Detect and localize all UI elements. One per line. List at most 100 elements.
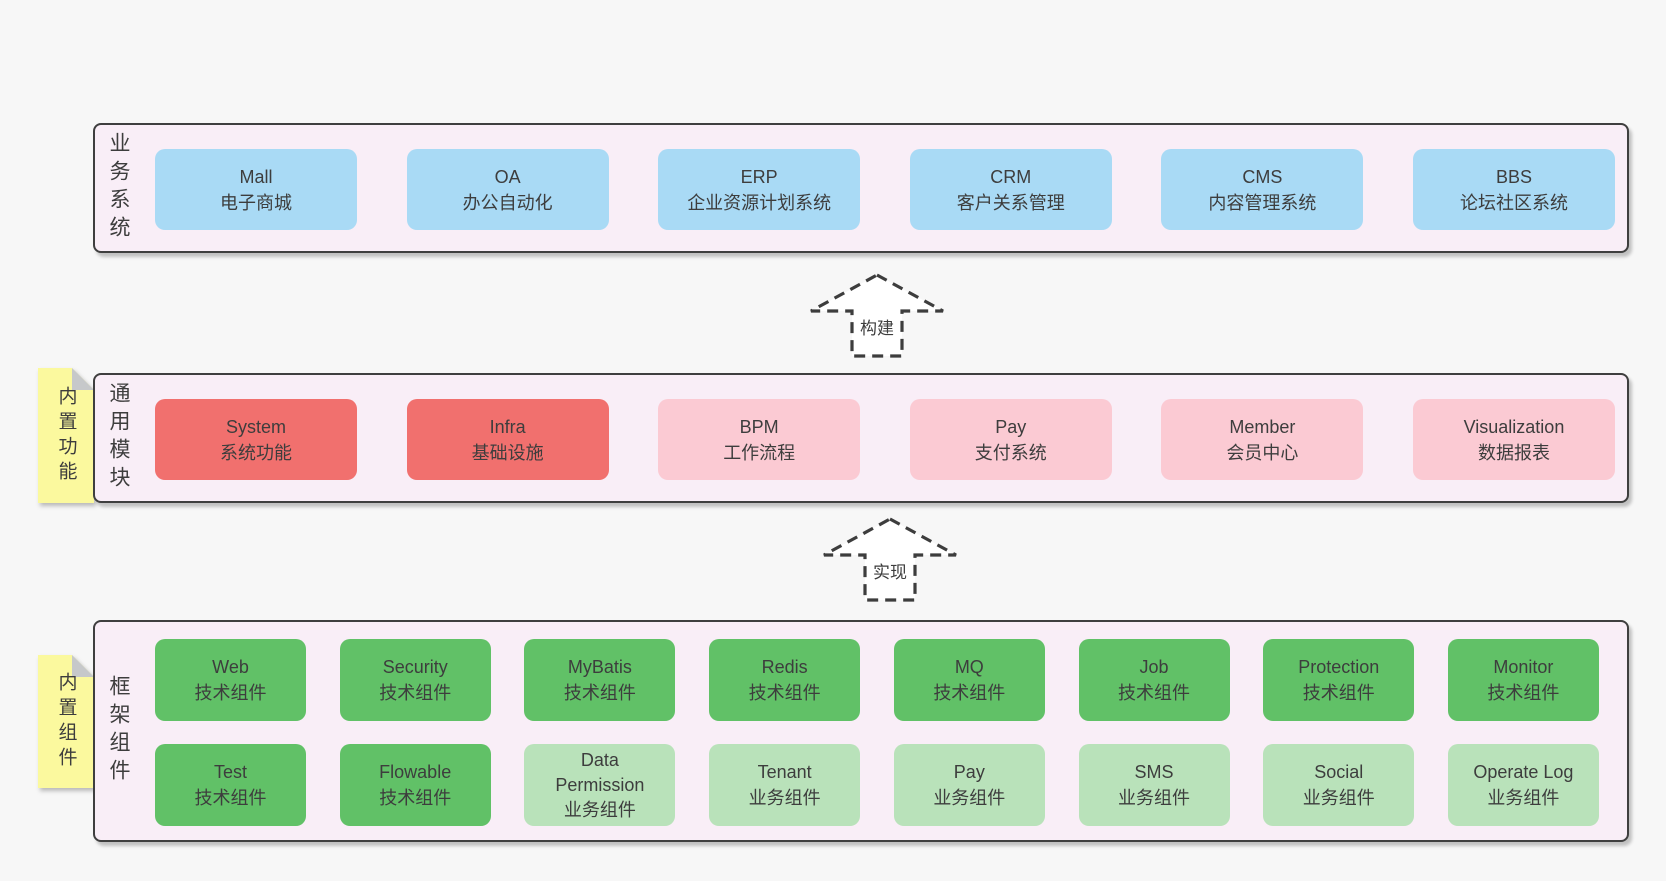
box-redis: Redis 技术组件 xyxy=(709,639,861,721)
box-title: Web xyxy=(212,657,249,677)
box-title: Tenant xyxy=(757,762,812,782)
sticky-note-builtin-functions: 内置功能 xyxy=(38,368,94,503)
box-title: Visualization xyxy=(1463,416,1565,437)
box-subtitle: 内容管理系统 xyxy=(1208,192,1317,213)
box-title: Security xyxy=(382,657,448,677)
build-arrow: 构建 xyxy=(807,273,947,359)
up-arrow-icon xyxy=(810,273,944,358)
box-visualization: Visualization 数据报表 xyxy=(1412,399,1615,480)
common-modules-row: System 系统功能 Infra 基础设施 BPM 工作流程 Pay 支付系统… xyxy=(155,399,1615,480)
box-title: MyBatis xyxy=(567,657,632,677)
box-subtitle: 业务组件 xyxy=(748,788,821,808)
box-subtitle: 业务组件 xyxy=(1118,788,1191,808)
box-erp: ERP 企业资源计划系统 xyxy=(658,149,861,230)
box-title: Operate Log xyxy=(1473,762,1574,782)
box-monitor: Monitor 技术组件 xyxy=(1447,639,1599,721)
box-subtitle: 技术组件 xyxy=(379,683,452,703)
box-title: CRM xyxy=(990,166,1032,187)
box-pay: Pay 支付系统 xyxy=(909,399,1112,480)
box-social: Social 业务组件 xyxy=(1263,744,1415,826)
box-subtitle: 电子商城 xyxy=(220,192,292,213)
framework-components-row-1: Web 技术组件 Security 技术组件 MyBatis 技术组件 Redi… xyxy=(155,639,1599,721)
box-subtitle: 技术组件 xyxy=(194,683,267,703)
layer-title-framework-components: 框架组件 xyxy=(107,675,130,787)
arrow-label: 实现 xyxy=(873,563,907,582)
box-title: Protection xyxy=(1298,657,1380,677)
box-subtitle: 论坛社区系统 xyxy=(1459,192,1568,213)
box-security: Security 技术组件 xyxy=(339,639,491,721)
sticky-note-label: 内置功能 xyxy=(55,385,77,486)
box-subtitle: 系统功能 xyxy=(220,442,292,463)
box-subtitle: 基础设施 xyxy=(471,442,544,463)
arrow-label: 构建 xyxy=(860,319,894,338)
box-title: MQ xyxy=(954,657,984,677)
box-system: System 系统功能 xyxy=(155,399,357,480)
sticky-note-paper xyxy=(38,368,94,503)
sticky-note-builtin-components: 内置组件 xyxy=(38,655,94,788)
box-subtitle: 技术组件 xyxy=(379,788,452,808)
box-subtitle: 企业资源计划系统 xyxy=(687,192,832,213)
box-subtitle: 客户关系管理 xyxy=(956,192,1065,213)
layer-title-common-modules: 通用模块 xyxy=(107,382,130,494)
box-title: Test xyxy=(213,762,247,782)
box-subtitle: 支付系统 xyxy=(974,442,1047,463)
box-title: Monitor xyxy=(1493,657,1554,677)
box-subtitle: 数据报表 xyxy=(1477,442,1550,463)
box-pay-business: Pay 业务组件 xyxy=(893,744,1045,826)
box-test: Test 技术组件 xyxy=(155,744,306,826)
sticky-note-paper xyxy=(38,655,94,788)
box-title: Redis xyxy=(761,657,808,677)
box-subtitle: 技术组件 xyxy=(1302,683,1375,703)
sticky-note-label: 内置组件 xyxy=(55,671,77,772)
box-operate-log: Operate Log 业务组件 xyxy=(1447,744,1599,826)
box-subtitle: 业务组件 xyxy=(933,788,1006,808)
up-arrow-icon xyxy=(823,517,957,602)
box-title: System xyxy=(225,416,286,437)
box-title: Infra xyxy=(489,416,526,437)
box-subtitle: 技术组件 xyxy=(1487,683,1560,703)
implement-arrow: 实现 xyxy=(820,517,960,603)
box-title: Member xyxy=(1229,416,1296,437)
box-title: Flowable xyxy=(379,762,452,782)
box-title: Data Permission xyxy=(555,749,645,795)
box-sms: SMS 业务组件 xyxy=(1078,744,1230,826)
box-title: Job xyxy=(1139,657,1169,677)
box-title: OA xyxy=(494,166,521,187)
box-subtitle: 技术组件 xyxy=(748,683,821,703)
box-title: SMS xyxy=(1134,762,1174,782)
box-flowable: Flowable 技术组件 xyxy=(339,744,491,826)
box-tenant: Tenant 业务组件 xyxy=(709,744,861,826)
box-subtitle: 工作流程 xyxy=(723,442,796,463)
box-subtitle: 业务组件 xyxy=(1487,788,1560,808)
box-oa: OA 办公自动化 xyxy=(406,149,609,230)
box-title: CMS xyxy=(1242,166,1283,187)
box-subtitle: 业务组件 xyxy=(563,799,636,820)
layer-common-modules: 通用模块 System 系统功能 Infra 基础设施 BPM 工作流程 Pay… xyxy=(93,373,1629,503)
box-mall: Mall 电子商城 xyxy=(155,149,357,230)
box-data-permission: Data Permission 业务组件 xyxy=(524,744,676,826)
box-title: Pay xyxy=(995,416,1027,437)
box-mq: MQ 技术组件 xyxy=(893,639,1045,721)
box-title: BPM xyxy=(739,416,779,437)
business-systems-row: Mall 电子商城 OA 办公自动化 ERP 企业资源计划系统 CRM 客户关系… xyxy=(155,149,1615,230)
layer-framework-components: 框架组件 Web 技术组件 Security 技术组件 MyBatis 技术组件… xyxy=(93,620,1629,842)
box-subtitle: 业务组件 xyxy=(1302,788,1375,808)
box-subtitle: 办公自动化 xyxy=(462,192,553,213)
framework-components-row-2: Test 技术组件 Flowable 技术组件 Data Permission … xyxy=(155,744,1599,826)
box-web: Web 技术组件 xyxy=(155,639,306,721)
box-job: Job 技术组件 xyxy=(1078,639,1230,721)
box-subtitle: 技术组件 xyxy=(563,683,636,703)
box-subtitle: 技术组件 xyxy=(933,683,1006,703)
box-title: Pay xyxy=(953,762,985,782)
box-infra: Infra 基础设施 xyxy=(406,399,609,480)
box-cms: CMS 内容管理系统 xyxy=(1161,149,1364,230)
layer-business-systems: 业务系统 Mall 电子商城 OA 办公自动化 ERP 企业资源计划系统 CRM… xyxy=(93,123,1629,253)
box-subtitle: 会员中心 xyxy=(1226,442,1299,463)
box-protection: Protection 技术组件 xyxy=(1263,639,1415,721)
box-member: Member 会员中心 xyxy=(1161,399,1364,480)
box-mybatis: MyBatis 技术组件 xyxy=(524,639,676,721)
box-title: ERP xyxy=(740,166,778,187)
box-title: Mall xyxy=(239,166,273,187)
box-subtitle: 技术组件 xyxy=(194,788,267,808)
box-bpm: BPM 工作流程 xyxy=(658,399,861,480)
